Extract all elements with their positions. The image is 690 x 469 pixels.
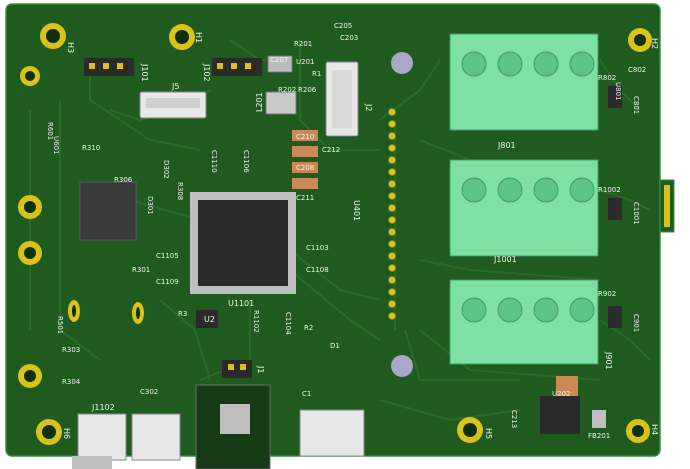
label-r206: R206: [298, 86, 317, 94]
label-r1: R1: [312, 70, 321, 78]
label-r202: R202: [278, 86, 296, 94]
mounting-holes: [36, 23, 652, 445]
label-c1: C1: [302, 390, 311, 398]
label-h1: H1: [194, 32, 203, 43]
label-c211: C211: [296, 194, 314, 202]
label-c213: C213: [510, 410, 518, 428]
label-r3: R3: [178, 310, 187, 318]
label-u801: U801: [614, 82, 622, 100]
label-r308: R308: [176, 182, 184, 200]
label-r501: R501: [56, 316, 64, 334]
connector-j5: [139, 91, 207, 119]
label-r2: R2: [304, 324, 313, 332]
label-r1102: R1102: [252, 310, 260, 333]
label-fb201: FB201: [588, 432, 610, 440]
connector-j2: [325, 61, 359, 137]
label-h5: H5: [484, 428, 493, 439]
usb-connector: [72, 456, 112, 469]
label-j901: J901: [604, 351, 613, 370]
label-h4: H4: [650, 424, 659, 435]
label-r1002: R1002: [598, 186, 621, 194]
header-j102: [212, 58, 262, 76]
terminal-j901: [449, 279, 599, 365]
label-c1104: C1104: [284, 312, 292, 335]
label-j102: J102: [202, 63, 211, 82]
label-j2: J2: [364, 103, 373, 111]
label-d302: D302: [162, 160, 170, 179]
label-c302: C302: [140, 388, 158, 396]
label-r304: R304: [62, 378, 81, 386]
label-r310: R310: [82, 144, 100, 152]
label-u2: U2: [204, 315, 215, 324]
silkscreen-labels: H3 H1 H2 H6 H5 H4 J101 J102 J5 J2 J801 J…: [46, 22, 659, 440]
label-u1101: U1101: [228, 299, 254, 308]
label-c210: C210: [296, 133, 314, 141]
label-r306: R306: [114, 176, 133, 184]
label-u202: U202: [552, 390, 570, 398]
cap-c207: [267, 55, 293, 73]
ic-u1001: [608, 198, 622, 220]
terminal-j801: [449, 33, 599, 131]
label-d301: D301: [146, 196, 154, 215]
label-c212: C212: [322, 146, 340, 154]
label-j1001: J1001: [493, 255, 517, 264]
label-r201: R201: [294, 40, 312, 48]
ic-u2: [196, 310, 218, 328]
label-j1: J1: [256, 365, 265, 373]
connector-j1: [222, 360, 252, 378]
label-c207: C207: [270, 56, 288, 64]
label-c1001: C1001: [632, 202, 640, 225]
inductor-l201: [265, 91, 297, 115]
pin-row-vertical: [388, 108, 396, 320]
label-j101: J101: [140, 63, 149, 82]
ic-large-left: [79, 181, 137, 241]
label-u401: U401: [352, 200, 361, 221]
label-c203: C203: [340, 34, 358, 42]
label-c1106: C1106: [242, 150, 250, 173]
connector-j1102: [77, 413, 181, 461]
label-c1103: C1103: [306, 244, 329, 252]
label-r601: R601: [46, 122, 54, 140]
mcu-u1101: [190, 192, 296, 294]
label-c802: C802: [628, 66, 646, 74]
label-r802: R802: [598, 74, 616, 82]
label-h6: H6: [62, 428, 71, 439]
label-j801: J801: [497, 141, 516, 150]
ceramic-caps: [292, 130, 318, 189]
label-c901: C901: [632, 314, 640, 332]
header-j101: [84, 58, 134, 76]
terminal-j1001: [449, 159, 599, 257]
label-r301: R301: [132, 266, 150, 274]
label-c1105: C1105: [156, 252, 179, 260]
ferrite-fb201: [592, 410, 606, 428]
ic-u901: [608, 306, 622, 328]
label-c1110: C1110: [210, 150, 218, 173]
left-edge-pads: [18, 66, 144, 388]
label-c1109: C1109: [156, 278, 179, 286]
label-u601: U601: [52, 136, 60, 154]
label-c1108: C1108: [306, 266, 329, 274]
npth-hole-top: [391, 52, 413, 74]
label-c208: C208: [296, 164, 314, 172]
connector-bottom-right: [299, 409, 365, 457]
label-r902: R902: [598, 290, 616, 298]
label-j5: J5: [171, 82, 179, 91]
label-l201: L201: [255, 92, 264, 112]
label-c205: C205: [334, 22, 352, 30]
ic-u801: [608, 86, 622, 108]
module-bottom: [195, 384, 271, 469]
label-h3: H3: [66, 42, 75, 53]
label-j1102: J1102: [91, 403, 115, 412]
edge-connector-pins: [664, 185, 670, 227]
regulator-u202: [540, 376, 580, 434]
label-r303: R303: [62, 346, 80, 354]
label-h2: H2: [650, 38, 659, 49]
label-c801: C801: [632, 96, 640, 114]
label-u201: U201: [296, 58, 314, 66]
label-d1: D1: [330, 342, 340, 350]
npth-hole-bottom: [391, 355, 413, 377]
